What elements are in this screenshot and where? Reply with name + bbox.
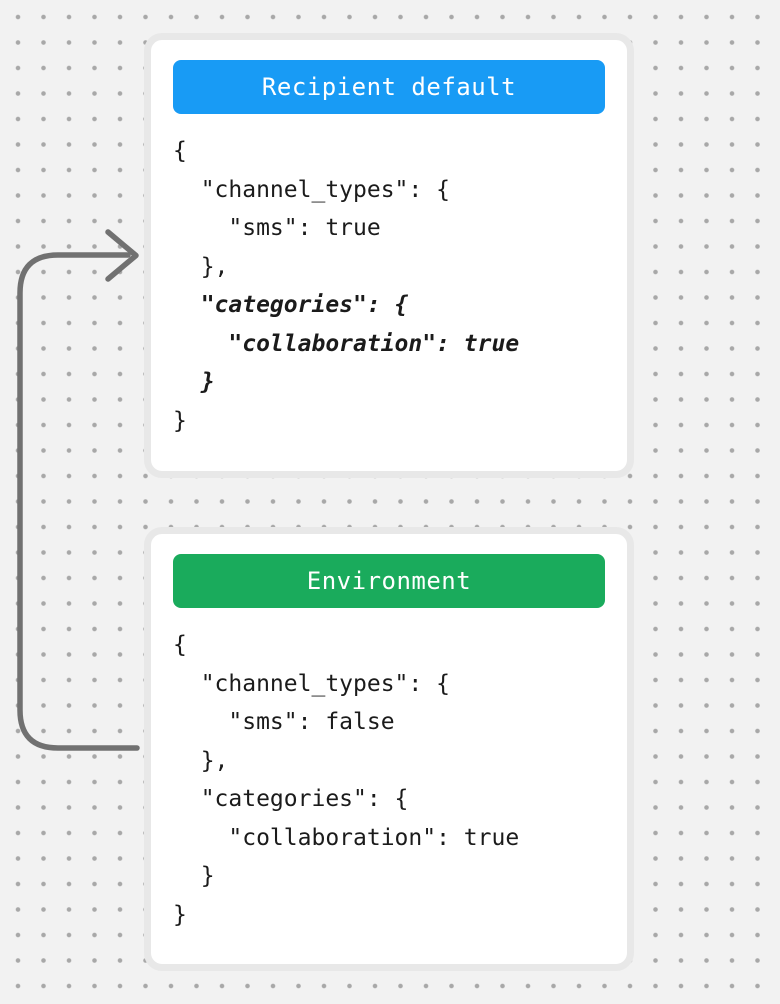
arrow-head-icon	[105, 229, 139, 282]
card-title-environment: Environment	[173, 554, 605, 608]
code-line: }	[173, 369, 215, 395]
arrow-shaft	[17, 252, 140, 751]
code-line: "channel_types": {	[173, 670, 450, 697]
code-line: "sms": false	[173, 709, 395, 735]
code-line: "sms": true	[173, 215, 381, 241]
card-recipient-default: Recipient default { "channel_types": { "…	[144, 33, 634, 478]
code-line: "channel_types": {	[173, 176, 450, 203]
code-line: }	[173, 407, 187, 434]
code-line: "collaboration": true	[173, 330, 520, 357]
code-line: },	[173, 747, 229, 774]
code-line: }	[173, 901, 187, 928]
json-code-block-recipient-default: { "channel_types": { "sms": true }, "cat…	[173, 132, 605, 440]
card-environment: Environment { "channel_types": { "sms": …	[144, 527, 634, 971]
code-line: {	[173, 632, 187, 658]
code-line: "collaboration": true	[173, 824, 520, 851]
card-title-recipient-default: Recipient default	[173, 60, 605, 114]
code-line: "categories": {	[173, 292, 409, 318]
code-line: "categories": {	[173, 786, 409, 812]
code-line: },	[173, 253, 229, 280]
json-code-block-environment: { "channel_types": { "sms": false }, "ca…	[173, 626, 605, 934]
code-line: {	[173, 138, 187, 164]
code-line: }	[173, 863, 215, 889]
